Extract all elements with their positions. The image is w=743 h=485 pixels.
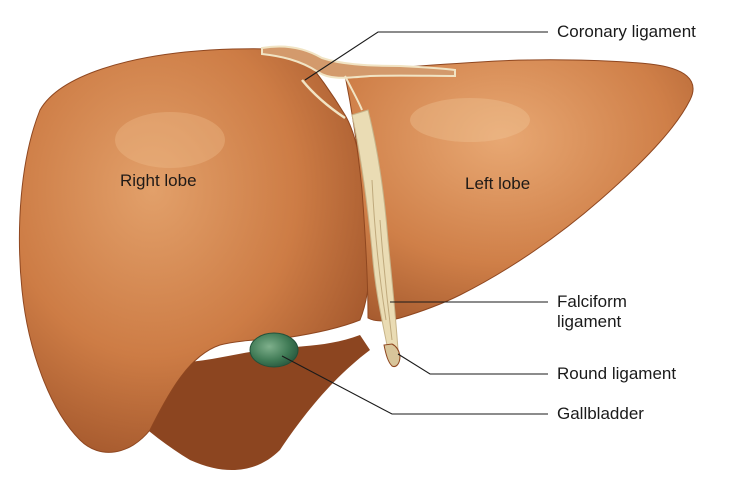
falciform-ligament-label: Falciform ligament [557, 292, 717, 332]
right-lobe-label: Right lobe [120, 171, 197, 191]
gallbladder-label: Gallbladder [557, 404, 644, 424]
left-lobe-label: Left lobe [465, 174, 530, 194]
round-ligament-label: Round ligament [557, 364, 676, 384]
gallbladder-shape [250, 333, 298, 367]
round-leader [398, 354, 548, 374]
coronary-ligament-label: Coronary ligament [557, 22, 696, 42]
